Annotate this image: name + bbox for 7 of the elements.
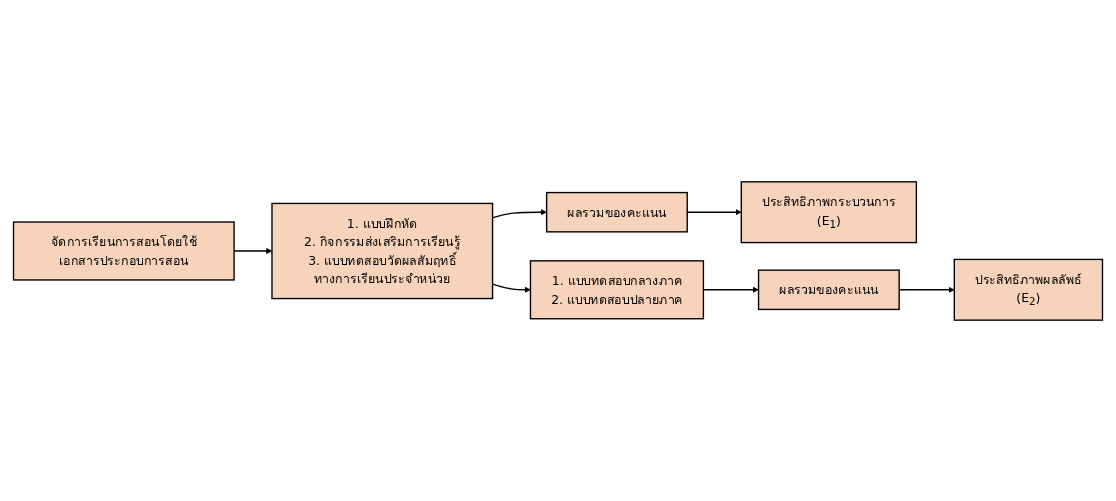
node-box: ประสิทธิภาพผลลัพธ์ (E$_{2}$) [953, 258, 1104, 321]
node-box: จัดการเรียนการสอนโดยใช้เอกสารประกอบการสอน [12, 220, 235, 281]
node-box: ผลรวมของคะแนน [545, 191, 688, 233]
node-box: ประสิทธิภาพกระบวนการ (E$_{1}$) [740, 180, 918, 243]
node-box: 1. แบบทดสอบกลางภาค 2. แบบทดสอบปลายภาค [529, 259, 705, 319]
node-box: 1. แบบฝึกหัด 2. กิจกรรมส่งเสริมการเรียนรู้ 3. แบบทดสอบวัดผลสัมฤทธิ์ทางการเรียนประจำหน่วย [271, 202, 494, 299]
node-box: ผลรวมของคะแนน [757, 268, 900, 310]
